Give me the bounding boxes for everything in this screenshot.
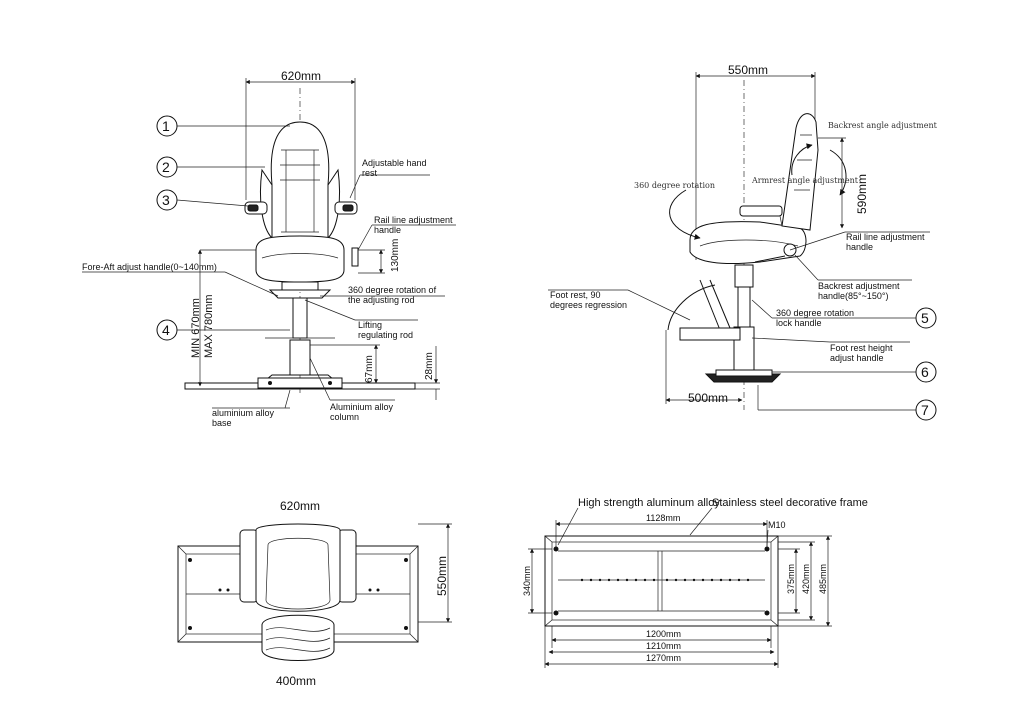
dim-1200: 1200mm: [646, 629, 681, 639]
side-height-dim: 590mm: [855, 174, 869, 214]
plate-frame: [544, 535, 779, 627]
label-base-2: base: [212, 418, 232, 428]
side-backrest-handle-2: handle(85°~150°): [818, 291, 889, 301]
side-foot-height-2: adjust handle: [830, 353, 884, 363]
side-backrest-handle-1: Backrest adjustment: [818, 281, 900, 291]
dim-375: 375mm: [786, 564, 796, 594]
front-column: [292, 297, 308, 339]
callout-2: 2: [162, 159, 170, 175]
dim-420: 420mm: [801, 564, 811, 594]
label-lifting-1: Lifting: [358, 320, 382, 330]
plate-hole-row: [580, 578, 750, 582]
side-base-dim: 500mm: [688, 391, 728, 405]
dim-67: 67mm: [364, 355, 375, 383]
dim-1270: 1270mm: [646, 653, 681, 663]
front-width-dim: 620mm: [281, 69, 321, 83]
top-bottom-dim: 400mm: [276, 674, 316, 688]
side-view: 550mm 500mm Backrest angle a: [548, 63, 938, 421]
dim-130: 130mm: [390, 239, 401, 272]
plate-title-b: Stainless steel decorative frame: [712, 497, 868, 509]
label-hand-rest-1: Adjustable hand: [362, 158, 427, 168]
top-backrest: [261, 614, 335, 661]
callout-7: 7: [921, 402, 929, 418]
label-fore-aft: Fore-Aft adjust handle(0~140mm): [82, 262, 217, 272]
dim-485: 485mm: [818, 564, 828, 594]
callout-3: 3: [162, 192, 170, 208]
side-lock-handle-2: lock handle: [776, 318, 822, 328]
label-column-1: Aluminium alloy: [330, 402, 394, 412]
label-rotation-2: the adjusting rod: [348, 295, 415, 305]
dim-1210: 1210mm: [646, 641, 681, 651]
side-armrest: [739, 205, 783, 217]
footrest: [679, 327, 741, 341]
side-rail-line-2: handle: [846, 242, 873, 252]
dim-1128: 1128mm: [646, 513, 680, 523]
label-foot-rest-1: Foot rest, 90: [550, 290, 601, 300]
label-rail-line-2: handle: [374, 225, 401, 235]
seat-cushion: [255, 235, 345, 283]
side-lock-handle-1: 360 degree rotation: [776, 308, 854, 318]
label-foot-rest-2: degrees regression: [550, 300, 627, 310]
callout-6: 6: [921, 364, 929, 380]
label-base-1: aluminium alloy: [212, 408, 275, 418]
label-armrest-angle: Armrest angle adjustment: [751, 176, 859, 185]
plate-title-a: High strength aluminum alloy: [578, 497, 720, 509]
side-rail-line-1: Rail line adjustment: [846, 232, 925, 242]
dim-min-height: MIN 670mm: [190, 298, 202, 358]
top-depth-dim: 550mm: [435, 556, 449, 596]
label-rail-line-1: Rail line adjustment: [374, 215, 453, 225]
label-backrest-angle: Backrest angle adjustment: [828, 121, 938, 130]
side-foot-height-1: Foot rest height: [830, 343, 893, 353]
callout-4: 4: [162, 322, 170, 338]
top-width-dim: 620mm: [280, 499, 320, 513]
dim-m10: M10: [768, 520, 786, 530]
label-side-rotation: 360 degree rotation: [634, 181, 715, 190]
label-hand-rest-2: rest: [362, 168, 378, 178]
top-seat: [255, 523, 341, 612]
side-width-dim: 550mm: [728, 63, 768, 77]
label-lifting-2: regulating rod: [358, 330, 413, 340]
front-view: 620mm 1 2: [82, 69, 456, 428]
callout-5: 5: [921, 310, 929, 326]
callout-1: 1: [162, 118, 170, 134]
label-rotation-1: 360 degree rotation of: [348, 285, 437, 295]
top-view: 620mm 400mm 550mm: [177, 499, 452, 688]
base-plate-view: High strength aluminum alloy Stainless s…: [522, 497, 868, 668]
label-column-2: column: [330, 412, 359, 422]
side-seat: [689, 221, 807, 265]
dim-340: 340mm: [522, 566, 532, 596]
dim-28: 28mm: [424, 352, 435, 380]
dim-max-height: MAX 780mm: [203, 294, 215, 358]
side-backrest: [781, 113, 819, 231]
